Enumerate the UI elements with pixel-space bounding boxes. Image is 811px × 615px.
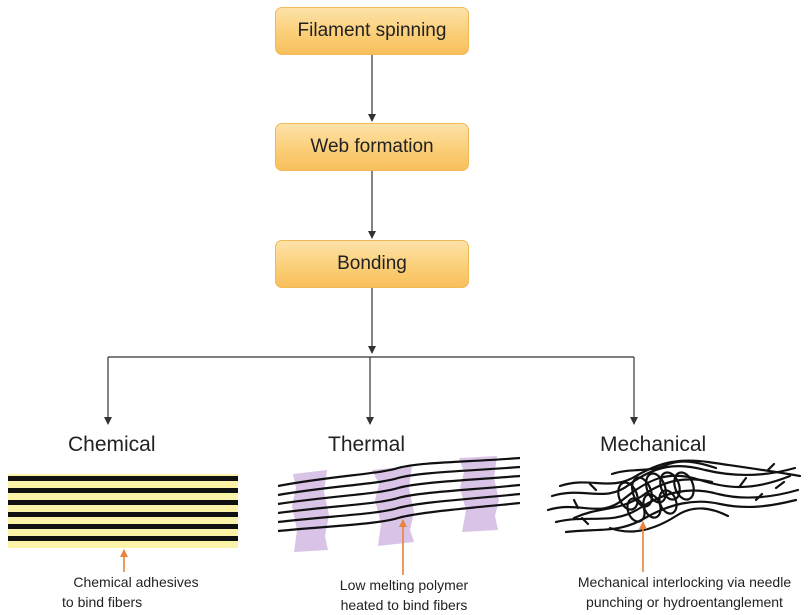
fiber-line	[277, 483, 521, 515]
mechanical-bonding-illustration	[546, 459, 802, 534]
fiber-line	[8, 476, 238, 481]
step-filament-spinning: Filament spinning	[275, 7, 469, 55]
step-bonding-label: Bonding	[337, 253, 407, 274]
bond-point	[459, 456, 499, 532]
fiber-line	[277, 465, 521, 497]
fiber-line	[8, 488, 238, 493]
fiber-line	[8, 512, 238, 517]
caption-mechanical-line1: Mechanical interlocking via needle	[577, 574, 792, 590]
caption-mechanical: Mechanical interlocking via needle punch…	[560, 572, 809, 612]
step-bonding: Bonding	[275, 240, 469, 288]
branch-title-mechanical: Mechanical	[600, 433, 707, 456]
step-web-formation-label: Web formation	[310, 136, 434, 157]
fiber-line	[8, 500, 238, 505]
caption-mechanical-line2: punching or hydroentanglement	[586, 594, 783, 610]
adhesive-band	[8, 474, 238, 548]
caption-thermal-line1: Low melting polymer	[339, 577, 469, 593]
step-web-formation: Web formation	[275, 123, 469, 171]
fiber-line	[564, 498, 798, 534]
entanglement-loop	[645, 472, 667, 504]
fiber-line	[572, 462, 786, 526]
entanglement-loop	[617, 481, 639, 511]
fiber-line	[608, 507, 730, 533]
caption-chemical: Chemical adhesives to bind fibers	[62, 572, 210, 612]
fiber-line	[550, 464, 797, 498]
caption-thermal-line2: heated to bind fibers	[340, 597, 468, 613]
caption-thermal: Low melting polymer heated to bind fiber…	[324, 575, 484, 615]
caption-chemical-line2: to bind fibers	[62, 594, 143, 610]
chemical-bonding-illustration	[8, 474, 238, 548]
fiber-line	[8, 524, 238, 529]
caption-chemical-line1: Chemical adhesives	[73, 574, 199, 590]
fiber-line	[277, 501, 521, 533]
fiber-line	[277, 456, 521, 488]
fiber-line	[277, 492, 521, 524]
fiber-line	[610, 460, 718, 476]
fiber-line	[277, 474, 521, 506]
fiber-line	[8, 536, 238, 541]
entanglement-loop	[631, 476, 653, 508]
branch-title-thermal: Thermal	[328, 433, 406, 456]
thermal-bonding-illustration	[277, 456, 521, 552]
step-filament-spinning-label: Filament spinning	[297, 20, 447, 41]
entanglement-loop	[658, 489, 678, 515]
branch-title-chemical: Chemical	[68, 433, 156, 456]
entanglement-loop	[673, 471, 695, 501]
